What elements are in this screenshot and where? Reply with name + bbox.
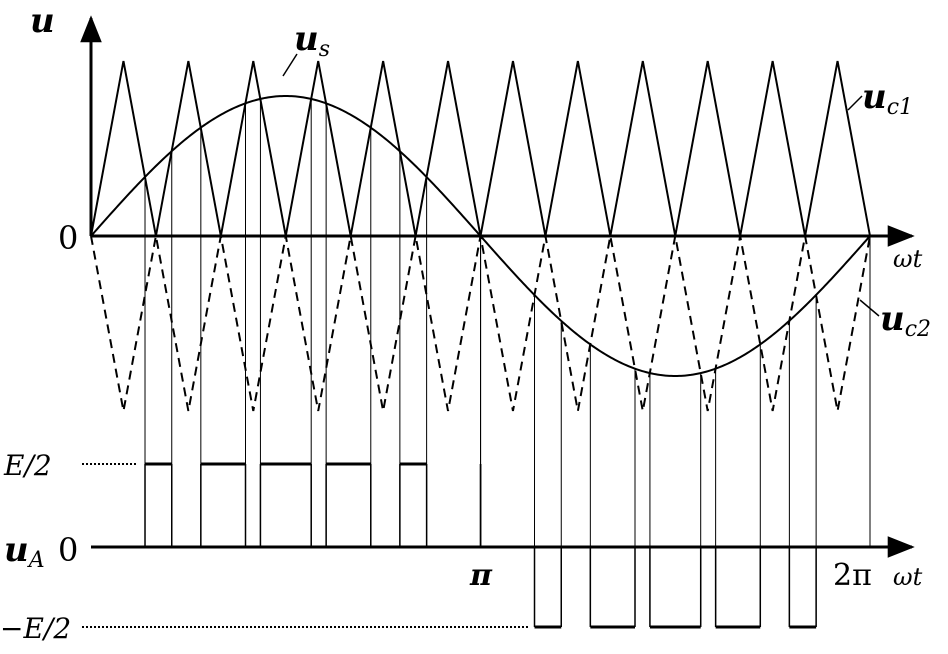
output-label: uA <box>4 530 45 573</box>
pi-label: π <box>469 558 493 593</box>
carrier2-leader <box>859 299 880 317</box>
lower-origin-label: 0 <box>58 531 78 569</box>
carrier1-leader <box>847 95 863 111</box>
carrier-uc1-path <box>90 60 871 237</box>
pos-level-label: E/2 <box>3 449 52 482</box>
upper-y-axis-label: u <box>30 1 55 41</box>
upper-x-axis-label: ωt <box>893 245 923 273</box>
carrier2-label: uc2 <box>880 299 931 342</box>
upper-origin-label: 0 <box>58 219 78 257</box>
two-pi-label: 2π <box>833 558 872 593</box>
carrier-uc1 <box>90 60 871 237</box>
pwm-output-ua <box>144 462 817 629</box>
neg-level-label: −E/2 <box>0 612 71 645</box>
signal-label: us <box>294 19 330 62</box>
carrier1-label: uc1 <box>862 77 913 120</box>
lower-x-axis-label: ωt <box>893 563 923 591</box>
signal-leader <box>282 53 298 77</box>
